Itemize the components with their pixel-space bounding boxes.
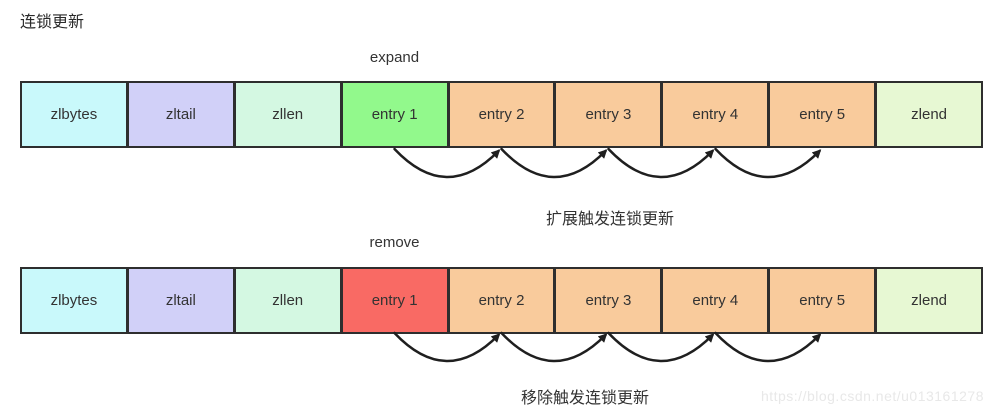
cell-zlend: zlend (877, 83, 982, 146)
chain-arrow-3 (607, 331, 715, 363)
cell-zltail: zltail (128, 83, 236, 146)
chain-arrow-1 (393, 331, 501, 363)
cell-zlend: zlend (877, 269, 982, 332)
chain-arrow-4 (714, 331, 822, 363)
cell-zlbytes: zlbytes (22, 83, 129, 146)
cell-zllen: zllen (235, 269, 343, 332)
caption-remove: 移除触发连锁更新 (520, 390, 649, 407)
cell-entry-4: entry 4 (663, 83, 771, 146)
cell-entry-2: entry 2 (449, 83, 557, 146)
cell-zllen: zllen (235, 83, 343, 146)
cell-zltail: zltail (128, 269, 236, 332)
cell-entry-2: entry 2 (449, 269, 557, 332)
chain-arrows-remove (393, 331, 822, 363)
chain-arrow-2 (500, 147, 608, 179)
chain-arrow-3 (607, 147, 715, 179)
row2-remove-label: remove (369, 234, 420, 251)
cell-zlbytes: zlbytes (22, 269, 129, 332)
cell-entry-5: entry 5 (770, 83, 878, 146)
watermark: https://blog.csdn.net/u013161278 (760, 388, 984, 404)
cell-entry-1: entry 1 (342, 269, 450, 332)
page-title: 连锁更新 (20, 14, 85, 31)
cell-entry-1: entry 1 (342, 83, 450, 146)
cell-entry-3: entry 3 (556, 83, 664, 146)
chain-arrow-4 (714, 147, 822, 179)
cell-entry-4: entry 4 (663, 269, 771, 332)
ziplist-row-remove: zlbytes zltail zllen entry 1 entry 2 ent… (20, 267, 983, 334)
cell-entry-5: entry 5 (770, 269, 878, 332)
row1-expand-label: expand (369, 49, 420, 66)
chain-arrow-2 (500, 331, 608, 363)
caption-expand: 扩展触发连锁更新 (545, 211, 674, 228)
chain-arrows-expand (393, 147, 822, 179)
chain-arrow-1 (393, 147, 501, 179)
ziplist-row-expand: zlbytes zltail zllen entry 1 entry 2 ent… (20, 81, 983, 148)
cell-entry-3: entry 3 (556, 269, 664, 332)
